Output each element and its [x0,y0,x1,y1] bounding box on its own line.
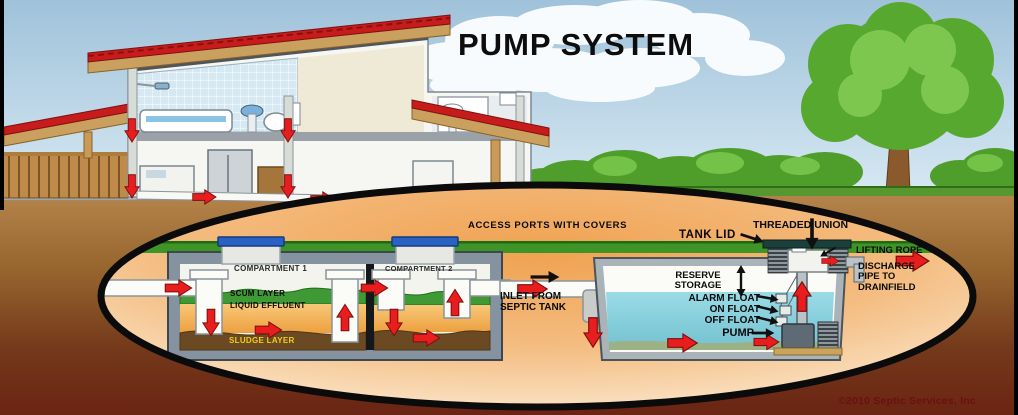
shower-arm [136,83,156,87]
pump-base [773,347,843,356]
label-liquid-effluent: LIQUID EFFLUENT [230,301,306,310]
grass-edge [545,186,1014,188]
reserve-storage-arrow [736,265,746,297]
label-access-ports: ACCESS PORTS WITH COVERS [468,220,628,231]
access-cover-1 [217,236,285,247]
bathroom-wall [298,45,424,132]
roof-tile-ridges [87,17,451,57]
tank-lid-slab [762,239,852,249]
label-compartment-1: COMPARTMENT 1 [234,264,308,273]
drain-pipe-right [515,95,525,195]
label-inlet-from-septic-tank: INLET FROM SEPTIC TANK [500,291,566,313]
sink-pedestal [247,113,257,133]
left-edge-strip [0,0,4,210]
floor-slab [130,132,530,141]
bathtub-water [146,116,226,122]
shower-head [154,82,170,90]
label-on-float: ON FLOAT [709,304,760,315]
discharge-elbow-v [853,263,865,283]
right-edge-strip [1014,0,1018,415]
refrigerator [207,149,253,196]
pump-ribbed-block [817,321,839,351]
threaded-riser-left [767,246,789,274]
house-cutaway [0,14,550,207]
oval-grass-band [104,242,970,253]
kitchen-sink [146,170,166,178]
septic-tank [104,251,511,361]
access-cover-2 [391,236,459,247]
magnifier-border [97,181,977,411]
tree [801,2,1004,193]
porch-roof-right-tiles [411,99,550,137]
porch-fence [1,153,129,199]
label-sludge-layer: SLUDGE LAYER [229,336,295,345]
label-tank-lid: TANK LID [679,229,736,241]
magnifier-oval [97,181,977,411]
label-scum-layer: SCUM LAYER [230,289,286,298]
label-pump: PUMP [722,327,754,339]
label-reserve-storage: RESERVE STORAGE [674,270,722,292]
page-title: PUMP SYSTEM [458,27,695,62]
wall-cistern [499,92,517,106]
tank-divider [366,264,374,350]
access-ports [217,236,459,265]
pump-tank-water [606,292,834,350]
grass-strip [545,187,1014,196]
copyright-text: ©2010 Septic Services, Inc [838,395,976,407]
annotation-arrows [530,218,838,338]
fence-rail [0,152,130,156]
porch-post-left [83,131,93,159]
label-threaded-union: THREADED UNION [753,219,849,231]
pump-body [781,323,815,349]
label-discharge-pipe: DISCHARGE PIPE TO DRAINFIELD [858,261,916,293]
label-off-float: OFF FLOAT [704,315,760,326]
label-compartment-2: COMPARTMENT 2 [385,264,453,273]
label-alarm-float: ALARM FLOAT [688,293,760,304]
oval-grass-edge [104,241,970,244]
label-lifting-rope: LIFTING ROPE [856,245,923,256]
